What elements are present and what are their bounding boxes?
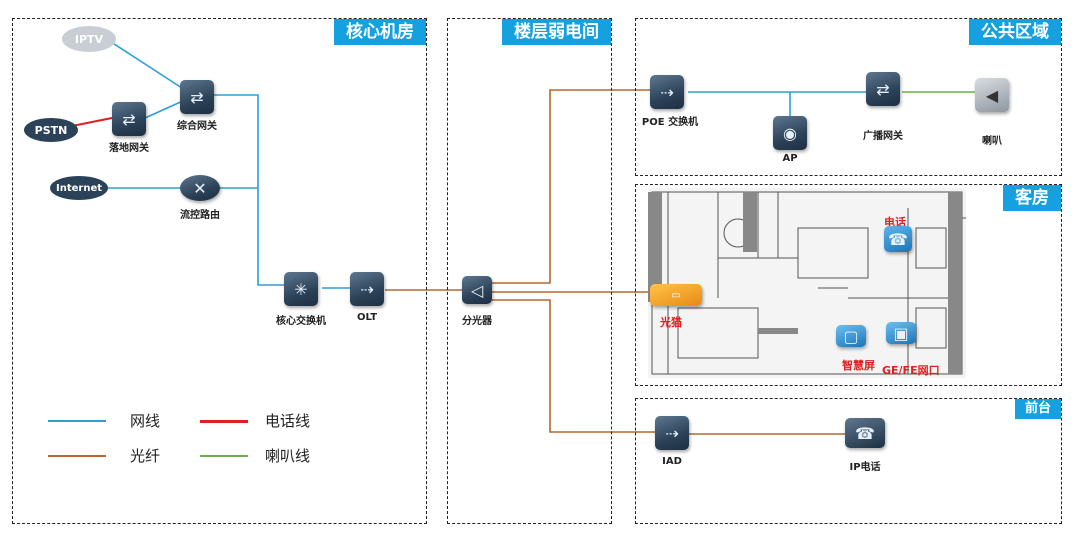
legend-speaker-swatch [200,455,248,457]
cloud-pstn: PSTN [24,118,78,142]
legend-fiber-swatch [48,455,106,457]
cloud-internet: Internet [50,176,108,200]
splitter-label: 分光器 [462,316,492,327]
zone-floor-closet: 楼层弱电间 [447,18,612,524]
phone-label: 电话 [884,216,906,229]
zone-title-core: 核心机房 [334,19,426,45]
zone-title-room: 客房 [1003,185,1061,211]
ip-phone-label: IP电话 [849,462,881,473]
cloud-pstn-label: PSTN [34,123,68,137]
zone-public: 公共区域 [635,18,1062,176]
smart-screen-icon: ▢ [836,325,866,347]
onu-icon: ▭ [650,284,702,306]
ap-label: AP [782,153,798,164]
poe-switch-label: POE 交换机 [641,117,699,128]
iad-label: IAD [662,456,682,467]
zone-core-room: 核心机房 [12,18,427,524]
ap-icon: ◉ [773,116,807,150]
olt-label: OLT [356,312,378,323]
ge-fe-port-icon: ▣ [886,322,916,344]
integrated-gateway-label: 综合网关 [177,121,217,132]
cloud-iptv-label: IPTV [74,32,104,46]
iad-icon: ⇢ [655,416,689,450]
legend-phone-label: 电话线 [265,412,311,430]
line-iptv-gateway [107,39,186,91]
line-integrated-core [212,94,285,286]
landing-gateway-icon: ⇄ [112,102,146,136]
legend-fiber-label: 光纤 [130,447,161,465]
ge-fe-label: GE/FE网口 [882,364,940,377]
fiber-splitter-poe [492,89,650,284]
flow-router-label: 流控路由 [180,210,220,221]
core-switch-icon: ✳ [284,272,318,306]
splitter-icon: ◁ [462,276,492,304]
landing-gateway-label: 落地网关 [109,143,149,154]
legend-speaker-label: 喇叭线 [265,447,311,465]
fiber-lines [385,89,845,435]
broadcast-gateway-label: 广播网关 [863,131,903,142]
zone-title-front: 前台 [1014,399,1061,419]
olt-icon: ⇢ [350,272,384,306]
zone-title-floor: 楼层弱电间 [502,19,611,45]
speaker-label: 喇叭 [982,136,1002,147]
ip-phone-icon: ☎ [845,418,885,448]
fiber-splitter-iad [492,299,655,433]
onu-label: 光猫 [660,316,682,329]
floor-plan [648,188,966,378]
legend-phone-swatch [200,420,248,423]
poe-switch-icon: ⇢ [650,75,684,109]
zone-title-public: 公共区域 [969,19,1061,45]
legend-network-swatch [48,420,106,422]
core-switch-label: 核心交换机 [276,316,326,327]
room-phone-icon: ☎ [884,226,912,252]
speaker-icon: ◀ [975,78,1009,112]
line-landing-integrated [144,99,186,119]
smart-screen-label: 智慧屏 [842,359,875,372]
broadcast-gateway-icon: ⇄ [866,72,900,106]
cloud-iptv: IPTV [62,26,116,52]
zone-guest-room: 客房 [635,184,1062,386]
legend-network-label: 网线 [130,412,161,430]
cloud-internet-label: Internet [55,182,102,194]
integrated-gateway-icon: ⇄ [180,80,214,114]
zone-front-desk: 前台 [635,398,1062,524]
flow-router-icon: ✕ [180,175,220,201]
